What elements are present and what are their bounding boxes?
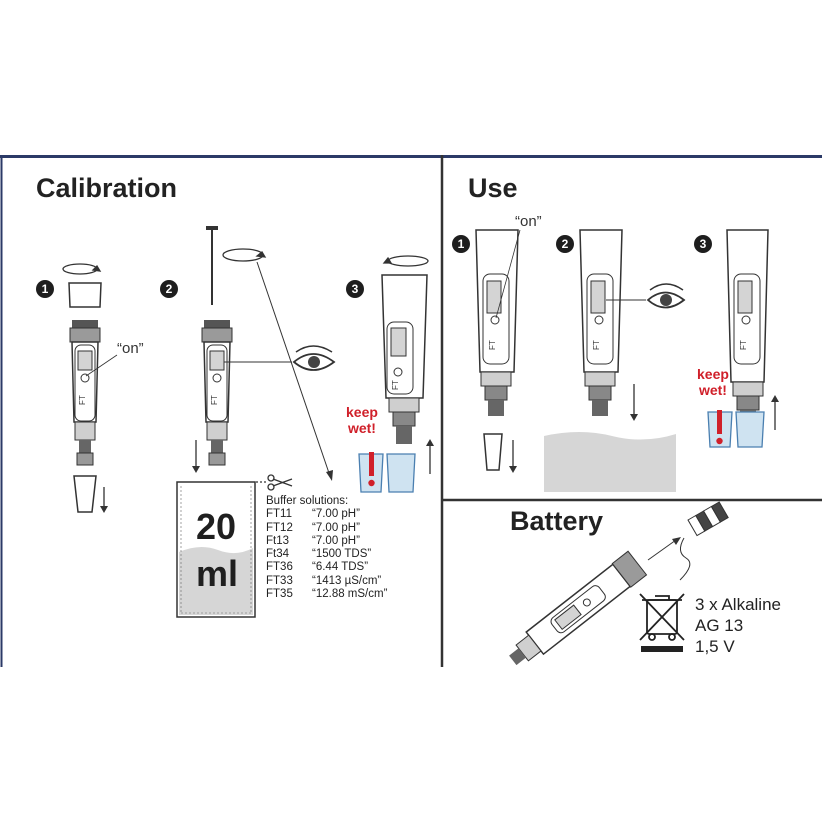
packet-unit: ml	[196, 553, 239, 594]
bottom-cap-icon	[483, 433, 503, 471]
battery-spec-voltage: 1,5 V	[695, 637, 735, 656]
water-pool-icon	[544, 432, 676, 492]
meter-icon	[509, 550, 648, 666]
buffer-code: FT33	[266, 574, 293, 587]
calibration-on-label: “on”	[117, 340, 144, 357]
buffer-value: “7.00 pH”	[312, 534, 360, 547]
bottom-cap-icon	[73, 475, 97, 513]
buffer-row: FT36 “6.44 TDS”	[266, 561, 387, 574]
meter-icon	[381, 274, 428, 444]
buffer-row: Ft13 “7.00 pH”	[266, 535, 387, 548]
use-step-2: 2	[556, 235, 574, 253]
packet-volume: 20	[196, 506, 237, 547]
meter-icon	[579, 229, 623, 416]
battery-spec: 3 x Alkaline AG 13 1,5 V	[695, 594, 781, 657]
battery-title: Battery	[510, 506, 604, 536]
use-step-3: 3	[694, 235, 712, 253]
rotate-arrow-icon	[62, 263, 102, 275]
keep-word: keep	[346, 404, 378, 420]
device-label: FT	[210, 395, 219, 405]
calibration-title: Calibration	[36, 173, 178, 203]
screwdriver-icon	[206, 226, 218, 305]
buffer-row: FT12 “7.00 pH”	[266, 522, 387, 535]
exclamation-icon	[716, 410, 723, 445]
buffer-value: “7.00 pH”	[312, 521, 360, 534]
rotate-arrow-icon	[382, 255, 429, 267]
wet-word: wet!	[698, 382, 727, 398]
buffer-row: Ft34 “1500 TDS”	[266, 548, 387, 561]
meter-icon	[201, 320, 233, 466]
buffer-code: FT36	[266, 561, 293, 574]
buffer-code: Ft13	[266, 534, 290, 547]
buffer-row: FT11 “7.00 pH”	[266, 508, 387, 521]
wet-word: wet!	[347, 420, 376, 436]
buffer-code: FT35	[266, 588, 293, 601]
device-label: FT	[592, 340, 601, 350]
buffer-value: “1500 TDS”	[312, 548, 372, 561]
exclamation-icon	[368, 452, 375, 487]
recycle-bin-icon	[639, 593, 685, 641]
meter-icon	[475, 229, 519, 416]
buffer-value: “12.88 mS/cm”	[312, 588, 388, 601]
eye-icon	[292, 345, 336, 371]
buffer-row: FT33 “1413 µS/cm”	[266, 575, 387, 588]
use-step-1: 1	[452, 235, 470, 253]
buffer-code: FT11	[266, 508, 292, 521]
calibration-step-3: 3	[346, 280, 364, 298]
buffer-value: “7.00 pH”	[312, 508, 360, 521]
buffer-row: FT35 “12.88 mS/cm”	[266, 588, 387, 601]
use-title: Use	[468, 173, 518, 203]
battery-stack-icon	[687, 501, 729, 537]
buffer-packet-icon	[176, 481, 256, 618]
device-label: FT	[488, 340, 497, 350]
rotate-arrow-icon	[222, 248, 267, 262]
buffer-code: FT12	[266, 521, 293, 534]
meter-icon	[69, 320, 101, 466]
use-on-label: “on”	[515, 213, 542, 230]
scissors-icon	[256, 474, 293, 491]
battery-spec-type: 3 x Alkaline	[695, 595, 781, 614]
buffer-value: “1413 µS/cm”	[312, 574, 382, 587]
calibration-step-2: 2	[160, 280, 178, 298]
water-cup-icon	[358, 453, 416, 493]
device-label: FT	[739, 340, 748, 350]
use-keep-wet: keep wet!	[697, 366, 729, 398]
buffer-code: Ft34	[266, 548, 290, 561]
buffer-list: Buffer solutions: FT11 “7.00 pH” FT12 “7.0…	[266, 495, 387, 601]
buffer-value: “6.44 TDS”	[312, 561, 369, 574]
buffer-heading: Buffer solutions:	[266, 495, 349, 507]
calibration-keep-wet: keep wet!	[346, 404, 378, 436]
bin-underbar	[641, 646, 683, 652]
top-cap-icon	[68, 282, 102, 308]
device-label: FT	[78, 395, 87, 405]
battery-spec-model: AG 13	[695, 616, 744, 635]
panel-frame	[0, 155, 822, 667]
keep-word: keep	[697, 366, 729, 382]
eye-icon	[646, 283, 686, 309]
meter-icon	[726, 229, 769, 424]
calibration-step-1: 1	[36, 280, 54, 298]
device-label: FT	[391, 380, 400, 390]
